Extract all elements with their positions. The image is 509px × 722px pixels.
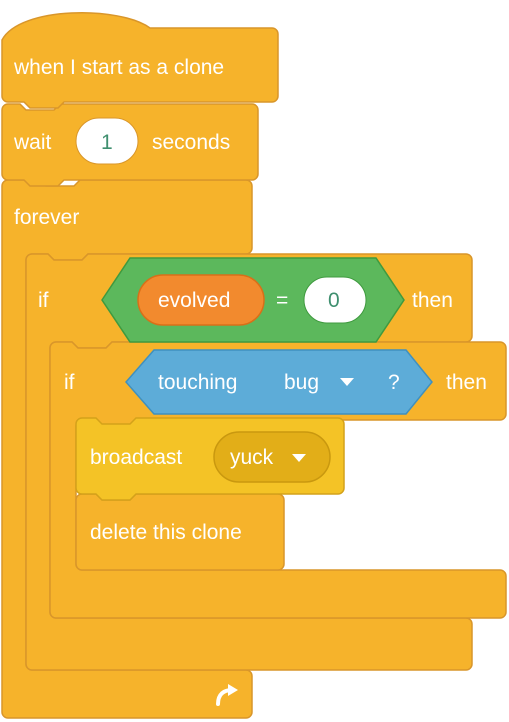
evolved-variable-reporter[interactable] bbox=[137, 274, 265, 326]
broadcast-message-label[interactable]: yuck bbox=[230, 446, 274, 469]
evolved-variable-label[interactable]: evolved bbox=[158, 289, 231, 312]
equals-value[interactable]: 0 bbox=[328, 289, 340, 312]
touching-target-label[interactable]: bug bbox=[284, 371, 320, 394]
hat-label: when I start as a clone bbox=[14, 56, 225, 79]
forever-label: forever bbox=[14, 206, 80, 229]
equals-value-input[interactable] bbox=[303, 276, 367, 324]
hat-block[interactable] bbox=[1, 12, 279, 109]
if-outer-label: if bbox=[38, 289, 49, 312]
touching-question-mark: ? bbox=[388, 371, 400, 394]
broadcast-message-dropdown[interactable] bbox=[213, 431, 331, 483]
touching-label: touching bbox=[158, 371, 238, 394]
equals-symbol: = bbox=[276, 289, 289, 312]
wait-suffix: seconds bbox=[152, 131, 231, 154]
if-outer-then-label: then bbox=[412, 289, 453, 312]
touching-sensing-block[interactable] bbox=[125, 349, 433, 415]
wait-seconds-input[interactable] bbox=[75, 117, 139, 165]
broadcast-label: broadcast bbox=[90, 446, 183, 469]
delete-clone-label: delete this clone bbox=[90, 521, 242, 544]
if-inner-then-label: then bbox=[446, 371, 487, 394]
loop-arrow-icon bbox=[216, 684, 238, 706]
caret-down-icon bbox=[340, 378, 354, 386]
if-inner-label: if bbox=[64, 371, 75, 394]
wait-label: wait bbox=[14, 131, 52, 154]
caret-down-icon bbox=[292, 454, 306, 462]
wait-seconds-value[interactable]: 1 bbox=[101, 131, 113, 154]
